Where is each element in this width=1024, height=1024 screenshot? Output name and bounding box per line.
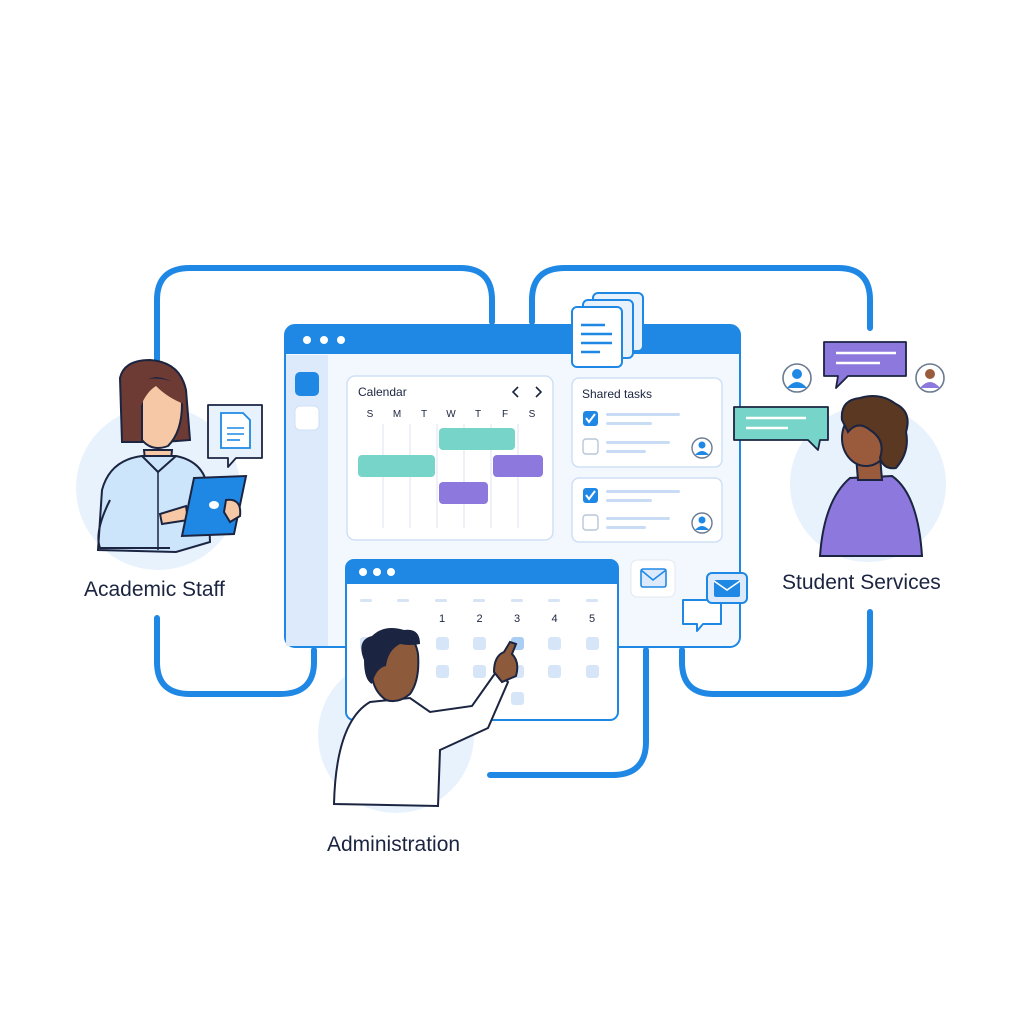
- date-number[interactable]: 1: [439, 613, 445, 625]
- shared-tasks-title: Shared tasks: [582, 387, 652, 401]
- date-cell[interactable]: [473, 665, 486, 678]
- date-number[interactable]: 5: [589, 613, 595, 625]
- date-cell[interactable]: [586, 665, 599, 678]
- sidebar: [286, 355, 328, 646]
- documents-icon: [571, 292, 644, 368]
- date-cell[interactable]: [586, 637, 599, 650]
- window-dot: [303, 336, 311, 344]
- task-checkbox[interactable]: [582, 514, 599, 531]
- date-cell[interactable]: [548, 637, 561, 650]
- date-cell[interactable]: [436, 665, 449, 678]
- mail-icon: [630, 559, 676, 598]
- calendar-title: Calendar: [358, 385, 407, 399]
- check-icon: [585, 413, 596, 424]
- task-line: [606, 499, 652, 502]
- task-line: [606, 413, 680, 416]
- weekday-dashes: [360, 599, 598, 602]
- task-line: [606, 517, 670, 520]
- sidebar-item-active[interactable]: [295, 372, 319, 396]
- calendar-widget: Calendar S M T W T F S: [346, 375, 554, 541]
- calendar-day-header: S: [367, 409, 374, 420]
- window-dot: [373, 568, 381, 576]
- shared-tasks-panel: Shared tasks: [571, 377, 723, 543]
- date-number[interactable]: 2: [476, 613, 482, 625]
- window-dot: [359, 568, 367, 576]
- connector-lines: [154, 265, 873, 778]
- chevron-right-icon[interactable]: [535, 386, 543, 398]
- connector-right-bottom: [679, 609, 873, 697]
- date-cell[interactable]: [511, 692, 524, 705]
- calendar-day-header: M: [393, 409, 401, 420]
- calendar-day-header: F: [502, 409, 508, 420]
- task-checkbox[interactable]: [582, 438, 599, 455]
- student-services-label: Student Services: [782, 571, 941, 594]
- administration-person: [332, 628, 519, 808]
- date-cell[interactable]: [436, 637, 449, 650]
- student-services-person: [818, 395, 924, 557]
- window-dot: [320, 336, 328, 344]
- academic-staff-person: [96, 358, 248, 554]
- task-line: [606, 422, 652, 425]
- calendar-day-header: S: [529, 409, 536, 420]
- month-date-numbers: 1 2 3 4 5: [439, 613, 595, 625]
- connector-bottom: [487, 647, 649, 778]
- event-block[interactable]: [439, 428, 515, 450]
- calendar-day-header: W: [446, 409, 456, 420]
- event-block[interactable]: [493, 455, 543, 477]
- chevron-left-icon[interactable]: [511, 386, 519, 398]
- chat-bubble-purple-icon: [823, 341, 907, 389]
- date-number[interactable]: 4: [551, 613, 557, 625]
- event-block[interactable]: [358, 455, 435, 477]
- task-line: [606, 490, 680, 493]
- check-icon: [585, 490, 596, 501]
- window-dot: [337, 336, 345, 344]
- administration-label: Administration: [327, 833, 461, 856]
- calendar-day-header: T: [421, 409, 427, 420]
- sidebar-item[interactable]: [294, 405, 320, 431]
- event-block[interactable]: [439, 482, 488, 504]
- date-number[interactable]: 3: [514, 613, 520, 625]
- task-line: [606, 441, 670, 444]
- chat-bubble-teal-icon: [733, 406, 829, 451]
- window-dot: [387, 568, 395, 576]
- mail-chat-icon: [682, 572, 748, 632]
- date-cell[interactable]: [473, 637, 486, 650]
- user-avatar-icon: [782, 363, 812, 393]
- document-chat-icon: [207, 404, 263, 468]
- connector-left-bottom: [154, 615, 317, 697]
- task-line: [606, 526, 646, 529]
- task-line: [606, 450, 646, 453]
- calendar-day-header: T: [475, 409, 481, 420]
- academic-staff-label: Academic Staff: [84, 578, 225, 601]
- connector-right: [529, 265, 873, 331]
- connector-left: [154, 265, 495, 365]
- date-cell[interactable]: [548, 665, 561, 678]
- user-avatar-icon: [915, 363, 945, 393]
